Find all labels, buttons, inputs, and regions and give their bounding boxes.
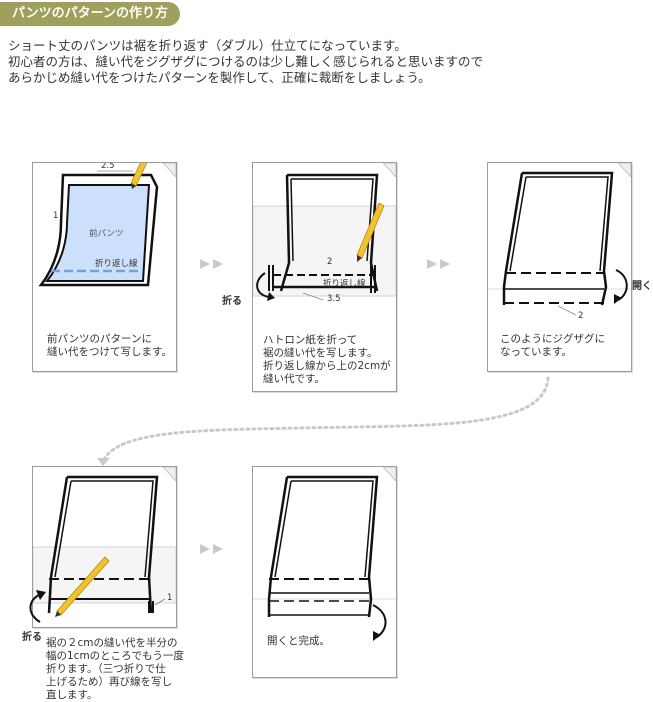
step3-open-action: 開く — [632, 281, 652, 292]
step1-panel: 2.5 1 前パンツ 折り返し線 前パンツのパターンに 縫い代をつけて写します。 — [32, 162, 177, 372]
step3-caption: このようにジグザグに なっています。 — [500, 333, 605, 359]
step2-caption-line-2: 裾の縫い代を写します。 — [263, 347, 378, 359]
step2-caption-line-3: 折り返し線から上の2cmが — [263, 360, 391, 372]
step2-fold-arrow — [256, 272, 270, 298]
step2-fold-action: 折る — [222, 296, 242, 307]
step2-fold-line-label: 折り返し線 — [323, 279, 366, 289]
step1-page-fold — [162, 163, 176, 178]
step3-caption-line-1: このようにジグザグに — [500, 333, 605, 345]
step4-caption: 裾の２cmの縫い代を半分の 幅の1cmのところでもう一度 折ります。（三つ折りで… — [46, 637, 184, 702]
step4-fold-arrow-icon — [29, 590, 46, 623]
step2-caption-line-4: 縫い代です。 — [263, 373, 325, 385]
chevron-arrow-3 — [200, 544, 223, 554]
step1-caption-line-2: 縫い代をつけて写します。 — [47, 346, 172, 358]
step3-drawing — [488, 163, 631, 316]
intro-line-3: あらかじめ縫い代をつけたパターンを製作して、正確に裁断をしましょう。 — [8, 70, 431, 85]
step3-dim-2: 2 — [578, 311, 584, 321]
step5-caption-line-1: 開くと完成。 — [267, 635, 330, 647]
step4-drawing — [33, 467, 176, 617]
step4-folded-paper — [33, 546, 176, 604]
step2-dim-2: 2 — [327, 257, 333, 267]
step5-pants-outline — [267, 475, 379, 618]
step4-caption-line-5: 直します。 — [46, 689, 98, 701]
step3-page-fold — [617, 163, 631, 178]
step4-caption-line-1: 裾の２cmの縫い代を半分の — [46, 637, 178, 649]
step1-fold-line-label: 折り返し線 — [95, 259, 138, 269]
step5-page-fold — [382, 467, 396, 482]
step1-drawing — [38, 163, 176, 287]
step3-panel: 2 このようにジグザグに なっています。 — [487, 162, 632, 372]
intro-line-2: 初心者の方は、縫い代をジグザグにつけるのは少し難しく感じられると思いますので — [8, 54, 484, 69]
step5-caption: 開くと完成。 — [267, 635, 330, 648]
step1-pattern-piece — [44, 184, 151, 282]
step5-panel: 開くと完成。 — [252, 466, 397, 678]
chevron-arrow-2 — [427, 259, 450, 269]
step4-page-fold — [162, 467, 176, 482]
step4-pencil-icon — [55, 556, 110, 617]
step4-pants-outline — [47, 475, 159, 614]
step3-open-arrow-icon — [614, 269, 628, 304]
step1-front-pants-label: 前パンツ — [89, 229, 124, 239]
section-title: パンツのパターンの作り方 — [0, 2, 181, 26]
chevron-arrow-1 — [200, 259, 223, 269]
step2-page-fold — [382, 163, 396, 178]
step4-caption-line-3: 折ります。（三つ折りで仕 — [46, 663, 166, 675]
intro-text: ショート丈のパンツは裾を折り返す（ダブル）仕立てになっています。 初心者の方は、… — [8, 38, 648, 86]
step1-pencil-icon — [130, 163, 148, 189]
step2-drawing — [253, 163, 396, 301]
step3-caption-line-2: なっています。 — [500, 346, 572, 358]
step2-caption: ハトロン紙を折って 裾の縫い代を写します。 折り返し線から上の2cmが 縫い代で… — [263, 334, 391, 386]
step4-caption-line-2: 幅の1cmのところでもう一度 — [46, 650, 184, 662]
step1-caption: 前パンツのパターンに 縫い代をつけて写します。 — [47, 333, 172, 359]
step2-dim-35: 3.5 — [327, 294, 341, 304]
step4-panel: 1 — [32, 466, 177, 628]
step1-dim-top: 2.5 — [101, 162, 115, 171]
step4-dim-1: 1 — [167, 593, 173, 603]
step4-fold-action: 折る — [22, 632, 42, 643]
step2-panel: 2 折り返し線 3.5 ハトロン紙を折って 裾の縫い代を写します。 折り返し線か… — [252, 162, 397, 392]
step5-drawing — [253, 467, 396, 641]
step2-caption-line-1: ハトロン紙を折って — [263, 334, 358, 346]
step1-seam-allowance-outline — [38, 173, 159, 287]
step4-caption-line-4: 上げるため）再び線を写し — [46, 676, 172, 688]
connector-arrow-head — [97, 458, 110, 466]
step3-pants-outline — [502, 171, 614, 306]
step1-caption-line-1: 前パンツのパターンに — [47, 333, 152, 345]
intro-line-1: ショート丈のパンツは裾を折り返す（ダブル）仕立てになっています。 — [8, 38, 407, 53]
step1-dim-side: 1 — [53, 211, 59, 221]
step2-pencil-icon — [356, 202, 385, 262]
